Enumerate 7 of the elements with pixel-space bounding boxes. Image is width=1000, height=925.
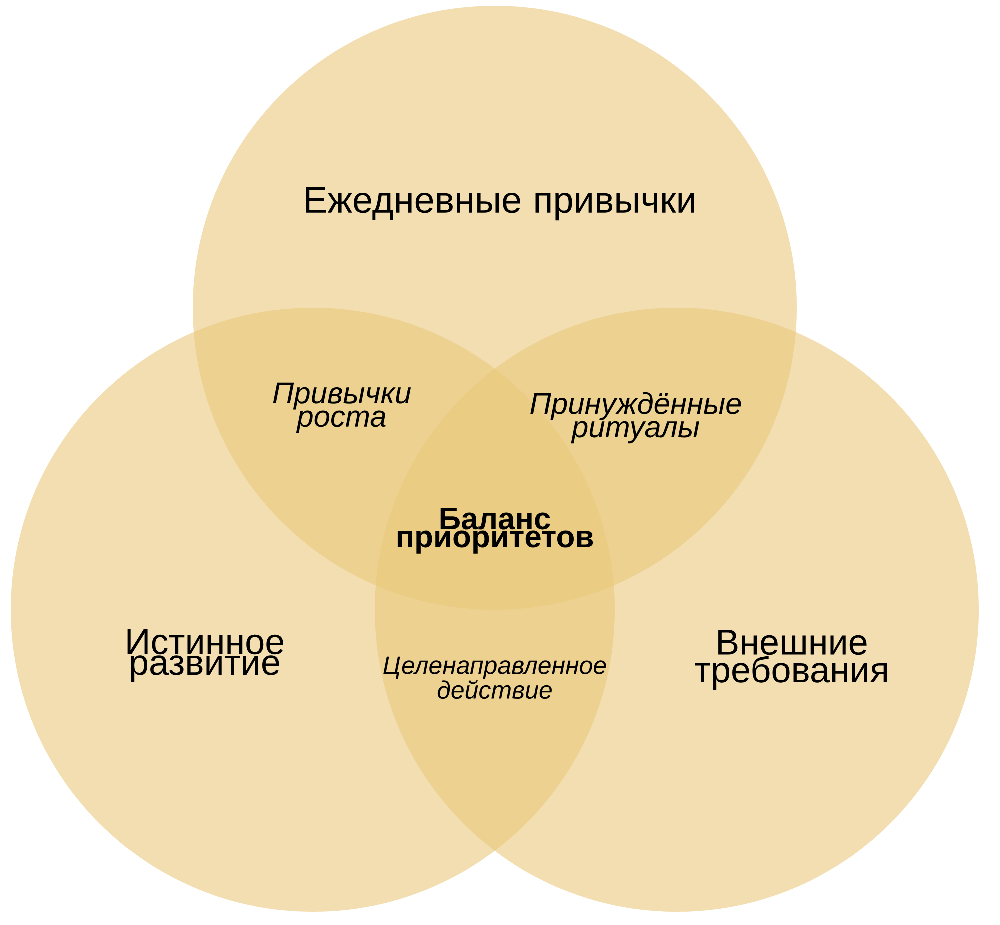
center-label: Баланс приоритетов (398, 508, 594, 554)
overlap-label: Привычки роста (273, 382, 412, 434)
overlap-label: Принуждённые ритуалы (530, 392, 742, 444)
circle-label: Истинное развитие (128, 630, 284, 682)
circle-label: Ежедневные привычки (306, 187, 694, 221)
circle-label: Внешние требования (695, 630, 887, 690)
overlap-label: Целенаправленное действие (384, 656, 606, 700)
